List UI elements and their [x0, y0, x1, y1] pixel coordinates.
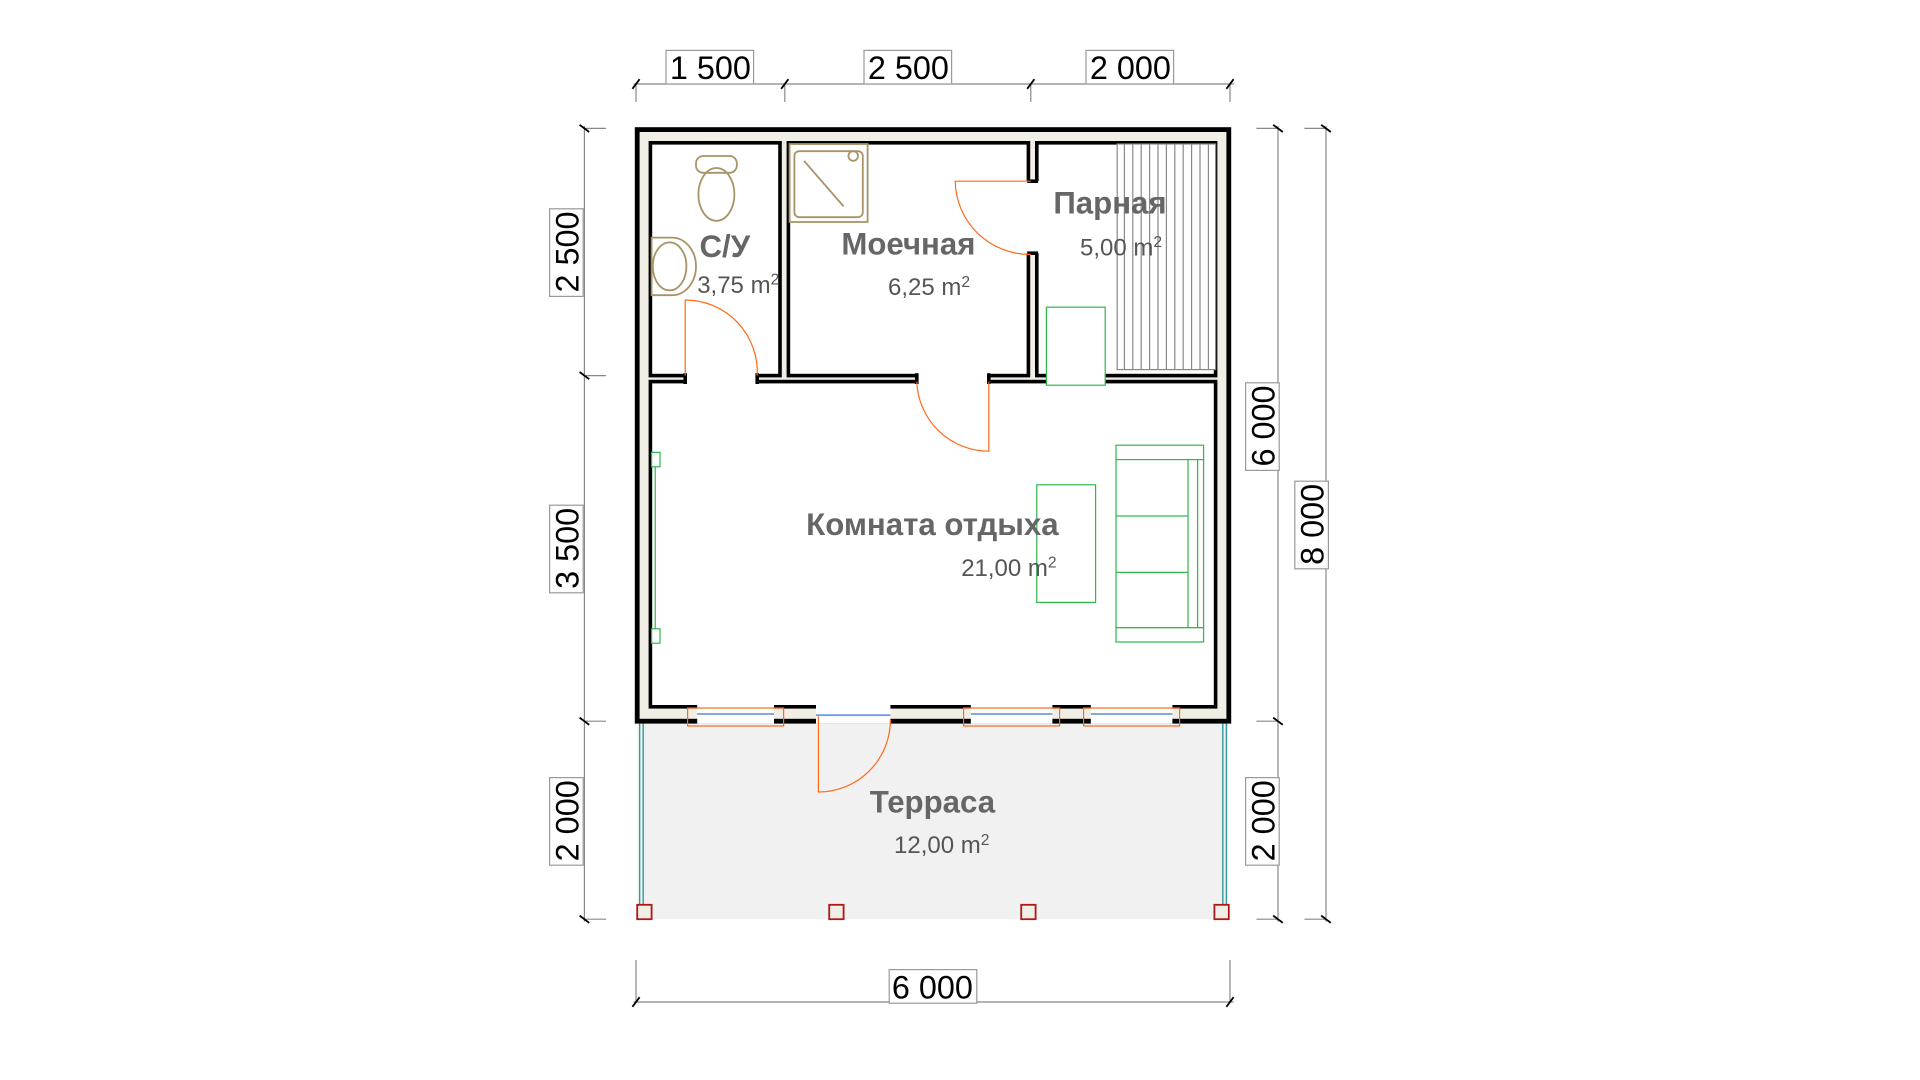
door-bathroom: [684, 299, 758, 376]
window: [962, 707, 1061, 727]
dimension-right-1: 6 000: [1245, 385, 1281, 466]
interior-doors: [684, 180, 1031, 452]
room-name: Комната отдыха: [806, 507, 1059, 542]
dimension-bottom: 6 000: [892, 969, 973, 1005]
room-area: 3,75 m2: [697, 271, 779, 298]
room-area: 21,00 m2: [961, 555, 1056, 582]
dimension-total-height: 8 000: [1295, 484, 1331, 565]
shower-icon: [788, 143, 869, 223]
dimension-left-2: 3 500: [549, 508, 585, 589]
dimension-top-2: 2 500: [868, 50, 949, 86]
room-area: 5,00 m2: [1080, 234, 1162, 261]
room-area: 6,25 m2: [888, 274, 970, 301]
sink-icon: [650, 236, 697, 297]
room-area: 12,00 m2: [894, 832, 989, 859]
dimension-right-2: 2 000: [1245, 780, 1281, 861]
room-name: С/У: [700, 229, 751, 264]
post: [1213, 903, 1230, 921]
sauna-benches: [1116, 143, 1217, 371]
dimension-top-1: 1 500: [670, 50, 751, 86]
entrance-door: [817, 716, 891, 793]
room-name: Терраса: [870, 784, 996, 819]
terrace-railings: [638, 723, 1228, 906]
room-name: Моечная: [841, 226, 975, 261]
bottom-openings: [687, 703, 1181, 793]
door-openings: [685, 181, 1040, 386]
dimension-top-3: 2 000: [1090, 50, 1171, 86]
dimension-left-1: 2 500: [549, 211, 585, 292]
coffee-table: [1036, 484, 1097, 603]
room-name: Парная: [1053, 186, 1166, 221]
terrace-floor: [638, 721, 1228, 920]
stove: [1045, 306, 1106, 386]
door-washroom: [916, 381, 990, 452]
post: [828, 903, 845, 921]
dimension-left-3: 2 000: [549, 780, 585, 861]
post: [636, 903, 653, 921]
post: [1020, 903, 1037, 921]
window: [1083, 707, 1181, 727]
sofa: [1115, 444, 1205, 643]
dimension-label-boxes: [549, 49, 1329, 1004]
side-window: [651, 451, 661, 644]
dimension-ticks: [579, 78, 1332, 1008]
terrace-posts: [636, 903, 1230, 921]
toilet-icon: [695, 155, 738, 222]
window: [687, 707, 785, 727]
door-steam: [954, 180, 1031, 256]
